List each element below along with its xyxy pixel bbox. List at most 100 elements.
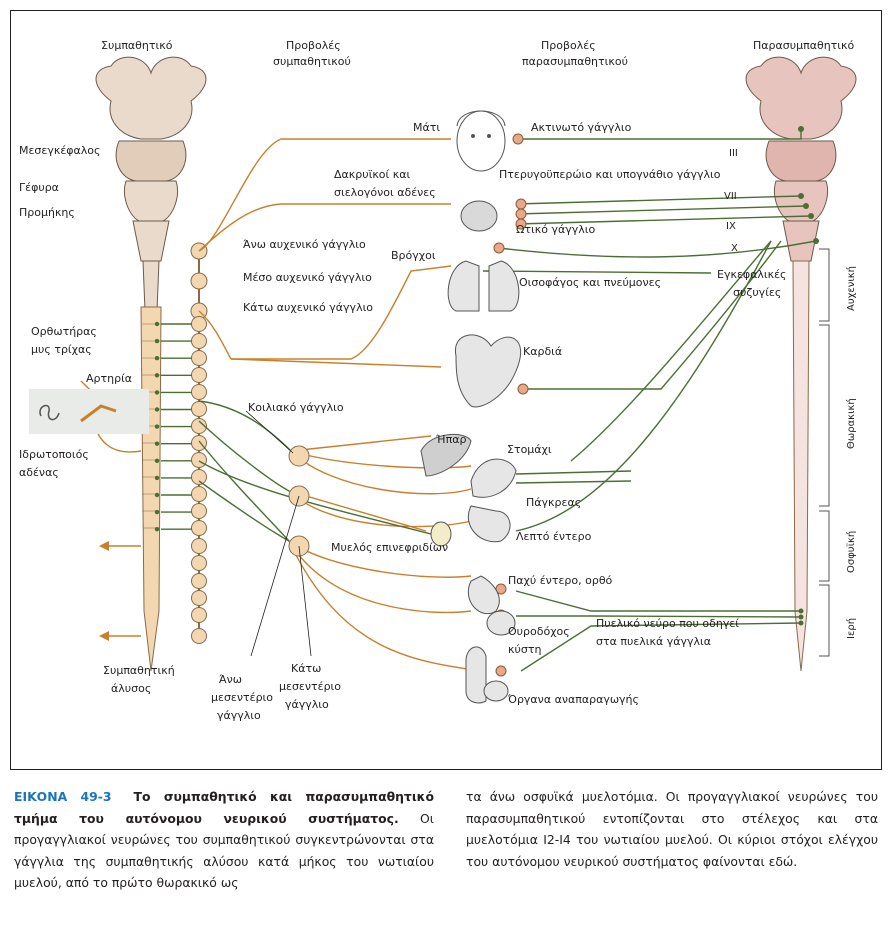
chain-ganglion [191, 628, 207, 644]
organ-intestine [467, 505, 511, 543]
label-liver: Ήπαρ [435, 433, 466, 446]
label-stomach: Στομάχι [507, 443, 552, 456]
preganglionic-neuron [154, 492, 160, 498]
caption-right-column: τα άνω οσφυϊκά μυελοτόμια. Οι προγαγγλια… [466, 786, 878, 872]
label-cn-VII: VII [724, 191, 737, 202]
label-inf-mes-2: μεσεντέριο [279, 680, 341, 693]
label-celiac: Κοιλιακό γάγγλιο [248, 401, 344, 414]
header-symp-proj-2: συμπαθητικού [273, 55, 351, 68]
region-brackets [819, 248, 830, 657]
label-adrenal: Μυελός επινεφριδίων [331, 541, 448, 554]
label-sup-mes-3: γάγγλιο [217, 709, 261, 722]
label-inferior-cervical: Κάτω αυχενικό γάγγλιο [243, 301, 373, 314]
caption-number: ΕΙΚΟΝΑ 49-3 [14, 789, 112, 804]
label-cn-III: III [729, 148, 738, 159]
caption-body-left: Οι προγαγγλιακοί νευρώνες του συμπαθητικ… [14, 810, 434, 891]
preganglionic-neuron [154, 407, 160, 412]
parasympathetic-fibers [482, 129, 817, 672]
label-bronchi: Βρόγχοι [391, 249, 436, 262]
chain-ganglion [191, 333, 207, 349]
chain-ganglion [191, 503, 207, 519]
preganglionic-fibers [154, 321, 192, 532]
label-region-lumbar: Οσφυϊκή [845, 531, 857, 573]
preganglionic-neuron [154, 373, 160, 378]
right-spinal-cord [792, 260, 810, 672]
diagram-canvas: Συμπαθητικό Προβολές συμπαθητικού Προβολ… [19, 39, 857, 722]
label-region-thoracic: Θωρακική [845, 398, 857, 449]
label-pterygo: Πτερυγοϋπερώιο και υπογνάθιο γάγγλιο [499, 168, 721, 181]
splanchnic-fibers [198, 400, 432, 542]
terminal-ganglia [493, 133, 529, 677]
left-spinal-cord [140, 306, 162, 672]
preganglionic-neuron [154, 390, 160, 395]
label-pancreas: Πάγκρεας [526, 496, 581, 509]
label-colon: Παχύ έντερο, ορθό [508, 574, 613, 587]
chain-ganglion [191, 401, 207, 417]
label-medulla: Προμήκης [19, 206, 75, 219]
label-small-intestine: Λεπτό έντερο [516, 530, 592, 543]
organ-liver [420, 433, 472, 477]
preganglionic-neuron [154, 441, 160, 446]
label-pons: Γέφυρα [19, 181, 59, 194]
ans-diagram: Συμπαθητικό Προβολές συμπαθητικού Προβολ… [10, 10, 882, 770]
chain-ganglion [191, 384, 207, 400]
chain-ganglion [191, 590, 207, 606]
preganglionic-neuron [154, 458, 160, 463]
preganglionic-neuron [154, 321, 160, 327]
chain-ganglion [191, 555, 207, 571]
organ-bladder [486, 610, 516, 636]
chain-ganglion [191, 469, 207, 485]
label-region-sacral: Ιερή [845, 618, 857, 639]
chain-ganglion [191, 452, 207, 468]
skin-inset [29, 389, 149, 434]
chain-ganglion [191, 367, 207, 383]
caption-body-right: τα άνω οσφυϊκά μυελοτόμια. Οι προγαγγλια… [466, 789, 878, 869]
label-reproductive: Όργανα αναπαραγωγής [507, 693, 639, 706]
brainstem-nuclei [798, 126, 819, 244]
label-inf-mes-1: Κάτω [291, 662, 321, 675]
label-pelvic-2: στα πυελικά γάγγλια [596, 635, 711, 648]
label-bladder-2: κύστη [508, 643, 541, 656]
chain-ganglion [191, 607, 207, 623]
right-brain [745, 56, 857, 262]
label-arrector-1: Ορθωτήρας [31, 325, 97, 338]
label-cn-X: X [731, 243, 738, 254]
preganglionic-neuron [154, 475, 160, 481]
label-pelvic-1: Πυελικό νεύρο που οδηγεί [596, 617, 739, 630]
label-middle-cervical: Μέσο αυχενικό γάγγλιο [243, 271, 372, 284]
label-lacrimal-2: σιελογόνοι αδένες [334, 186, 436, 199]
chain-ganglion [191, 520, 207, 536]
label-sweat-2: αδένας [19, 466, 59, 479]
label-bladder-1: Ουροδόχος [508, 625, 570, 638]
sympathetic-chain [190, 242, 208, 644]
label-cn-IX: IX [726, 221, 736, 232]
label-eye: Μάτι [413, 121, 440, 134]
label-heart: Καρδιά [523, 345, 562, 358]
label-arrector-2: μυς τρίχας [31, 343, 92, 356]
header-parasympathetic: Παρασυμπαθητικό [753, 39, 854, 52]
chain-ganglion [191, 350, 207, 366]
left-brain [95, 56, 207, 312]
organ-stomach [470, 458, 517, 498]
label-ciliary: Ακτινωτό γάγγλιο [531, 121, 632, 134]
preganglionic-neuron [154, 356, 160, 361]
label-sup-mes-1: Άνω [219, 673, 242, 686]
organ-colon [467, 575, 500, 615]
organ-reproductive [465, 646, 509, 704]
label-superior-cervical: Άνω αυχενικό γάγγλιο [243, 238, 366, 251]
label-esophagus: Οισοφάγος και πνεύμονες [519, 276, 661, 289]
organ-lungs [447, 260, 520, 312]
sacral-outflow [798, 608, 804, 626]
header-para-proj-2: παρασυμπαθητικού [522, 55, 628, 68]
chain-ganglion [191, 316, 207, 332]
preganglionic-neuron [154, 509, 160, 515]
chain-ganglion [190, 272, 208, 290]
header-symp-proj-1: Προβολές [286, 39, 341, 52]
label-cranial-1: Εγκεφαλικές [717, 268, 787, 281]
label-inf-mes-3: γάγγλιο [285, 698, 329, 711]
chain-ganglion [191, 538, 207, 554]
prevertebral-pointers [245, 410, 312, 657]
label-sweat-1: Ιδρωτοποιός [19, 448, 89, 461]
header-sympathetic: Συμπαθητικό [101, 39, 173, 52]
